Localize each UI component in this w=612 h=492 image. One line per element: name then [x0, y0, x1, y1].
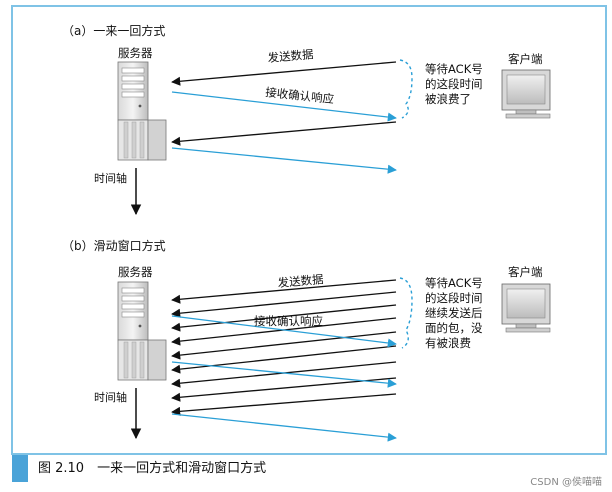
section-a-send-label: 发送数据 [267, 47, 315, 65]
caption-accent-bar [12, 454, 28, 482]
section-a-send-arrow-2 [171, 121, 397, 146]
section-b-wait-note-line-4: 面的包，没 [425, 321, 483, 335]
section-b-ack-label: 接收确认响应 [254, 314, 323, 328]
section-a-wait-note-line-2: 的这段时间 [425, 77, 483, 91]
section-a-ack-arrow-2 [171, 147, 397, 174]
monitor-icon [501, 283, 551, 333]
section-a-wait-bracket [399, 59, 413, 119]
section-b-ack-arrow [171, 315, 397, 348]
section-b-wait-note-line-1: 等待ACK号 [425, 276, 483, 290]
section-b-ack-arrow [171, 413, 397, 442]
section-b-server-label: 服务器 [118, 265, 153, 279]
section-b-wait-bracket [399, 277, 413, 349]
section-b-send-label: 发送数据 [277, 272, 325, 290]
monitor-icon [501, 69, 551, 119]
section-a: （a）一来一回方式 服务器 客户端 时间轴 [62, 23, 551, 216]
section-a-send-arrow-1 [171, 61, 397, 86]
section-a-server-label: 服务器 [118, 46, 153, 60]
section-b-send-arrow [171, 279, 397, 304]
section-a-ack-label: 接收确认响应 [265, 85, 335, 106]
section-b: （b）滑动窗口方式 服务器 客户端 时间轴 [62, 238, 551, 442]
section-a-wait-note-line-1: 等待ACK号 [425, 62, 483, 76]
section-b-title: （b）滑动窗口方式 [62, 238, 166, 253]
section-b-send-arrow [171, 304, 397, 332]
section-a-client-label: 客户端 [508, 52, 543, 66]
section-b-ack-arrow [171, 361, 397, 388]
section-b-wait-note-line-2: 的这段时间 [425, 291, 483, 305]
watermark: CSDN @侯喵喵 [530, 475, 602, 488]
section-b-wait-note-line-5: 有被浪费 [425, 336, 471, 350]
section-b-send-arrow [171, 291, 397, 318]
section-a-ack-arrow-1 [171, 91, 397, 122]
section-b-send-arrow [171, 377, 397, 402]
section-a-title: （a）一来一回方式 [62, 23, 165, 38]
section-b-send-arrow [171, 331, 397, 360]
section-b-send-arrow [171, 393, 397, 416]
server-icon [117, 61, 167, 161]
figure-caption: 图 2.10 一来一回方式和滑动窗口方式 [38, 460, 266, 476]
section-b-wait-note-line-3: 继续发送后 [425, 306, 483, 320]
section-b-client-label: 客户端 [508, 265, 543, 279]
section-b-timeline-label: 时间轴 [94, 390, 127, 404]
section-a-wait-note-line-3: 被浪费了 [425, 92, 471, 106]
section-b-send-arrow [171, 345, 397, 374]
server-icon [117, 281, 167, 381]
section-a-timeline-label: 时间轴 [94, 171, 127, 185]
